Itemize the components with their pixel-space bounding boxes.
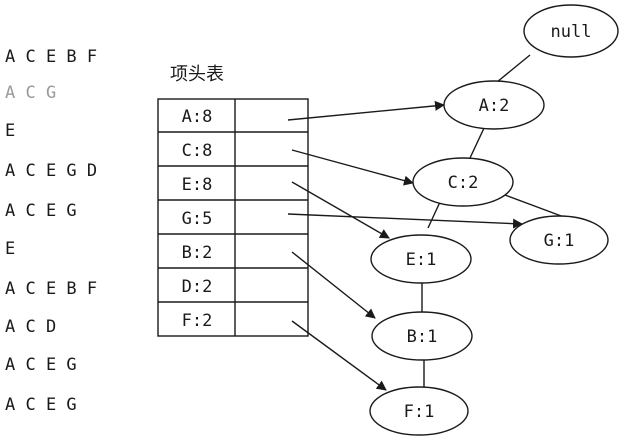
tree-node-null: null bbox=[523, 4, 619, 58]
transaction-2: A C G bbox=[5, 83, 56, 103]
node-label-f: F:1 bbox=[404, 402, 435, 422]
node-label-null: null bbox=[551, 22, 592, 42]
tree-node-e: E:1 bbox=[370, 234, 472, 284]
transaction-1: A C E B F bbox=[5, 47, 97, 67]
header-item-e: E:8 bbox=[182, 175, 213, 195]
header-item-d: D:2 bbox=[182, 277, 213, 297]
header-table-title: 项头表 bbox=[170, 64, 224, 85]
tree-edge-null-a bbox=[496, 54, 531, 83]
node-label-a: A:2 bbox=[479, 96, 510, 116]
transaction-10: A C E G bbox=[5, 395, 77, 415]
arrow-b-to-node-b bbox=[291, 251, 376, 319]
node-shape bbox=[412, 157, 514, 207]
header-item-c: C:8 bbox=[182, 141, 213, 161]
header-item-b: B:2 bbox=[182, 243, 213, 263]
transaction-8: A C D bbox=[5, 317, 56, 337]
tree-edge-a-c bbox=[469, 125, 486, 159]
header-item-f: F:2 bbox=[182, 311, 213, 331]
node-link-arrows bbox=[287, 100, 523, 391]
header-table bbox=[157, 98, 309, 337]
arrow-e-to-node-e bbox=[291, 181, 390, 239]
arrow-f-to-node-f bbox=[291, 320, 387, 391]
tree-node-b: B:1 bbox=[371, 311, 473, 361]
node-shape bbox=[370, 234, 472, 284]
transaction-7: A C E B F bbox=[5, 279, 97, 299]
node-shape bbox=[369, 386, 469, 436]
tree-node-a: A:2 bbox=[443, 80, 545, 130]
tree-node-c: C:2 bbox=[412, 157, 514, 207]
node-shape bbox=[509, 215, 609, 265]
node-shape bbox=[443, 80, 545, 130]
header-table-items: A:8 C:8 E:8 G:5 B:2 D:2 F:2 bbox=[182, 107, 213, 331]
node-label-e: E:1 bbox=[406, 250, 437, 270]
node-shape bbox=[371, 311, 473, 361]
node-label-g: G:1 bbox=[544, 231, 575, 251]
tree-node-f: F:1 bbox=[369, 386, 469, 436]
arrow-c-to-node-c bbox=[291, 149, 414, 186]
header-table-border bbox=[157, 98, 309, 337]
transaction-3: E bbox=[5, 121, 15, 141]
transaction-6: E bbox=[5, 239, 15, 259]
arrow-g-to-node-g bbox=[287, 213, 523, 229]
tree-node-g: G:1 bbox=[509, 215, 609, 265]
node-label-c: C:2 bbox=[448, 173, 479, 193]
header-item-g: G:5 bbox=[182, 209, 213, 229]
arrow-a-to-node-a bbox=[287, 100, 445, 121]
tree-edge-c-e bbox=[427, 201, 441, 229]
header-item-a: A:8 bbox=[182, 107, 213, 127]
transaction-9: A C E G bbox=[5, 355, 77, 375]
node-shape bbox=[523, 4, 619, 58]
transaction-5: A C E G bbox=[5, 201, 77, 221]
node-label-b: B:1 bbox=[407, 327, 438, 347]
transaction-4: A C E G D bbox=[5, 161, 97, 181]
tree-nodes: null A:2 C:2 E:1 G:1 B:1 bbox=[369, 4, 619, 436]
transaction-list: A C E B F A C G E A C E G D A C E G E A … bbox=[5, 47, 97, 415]
